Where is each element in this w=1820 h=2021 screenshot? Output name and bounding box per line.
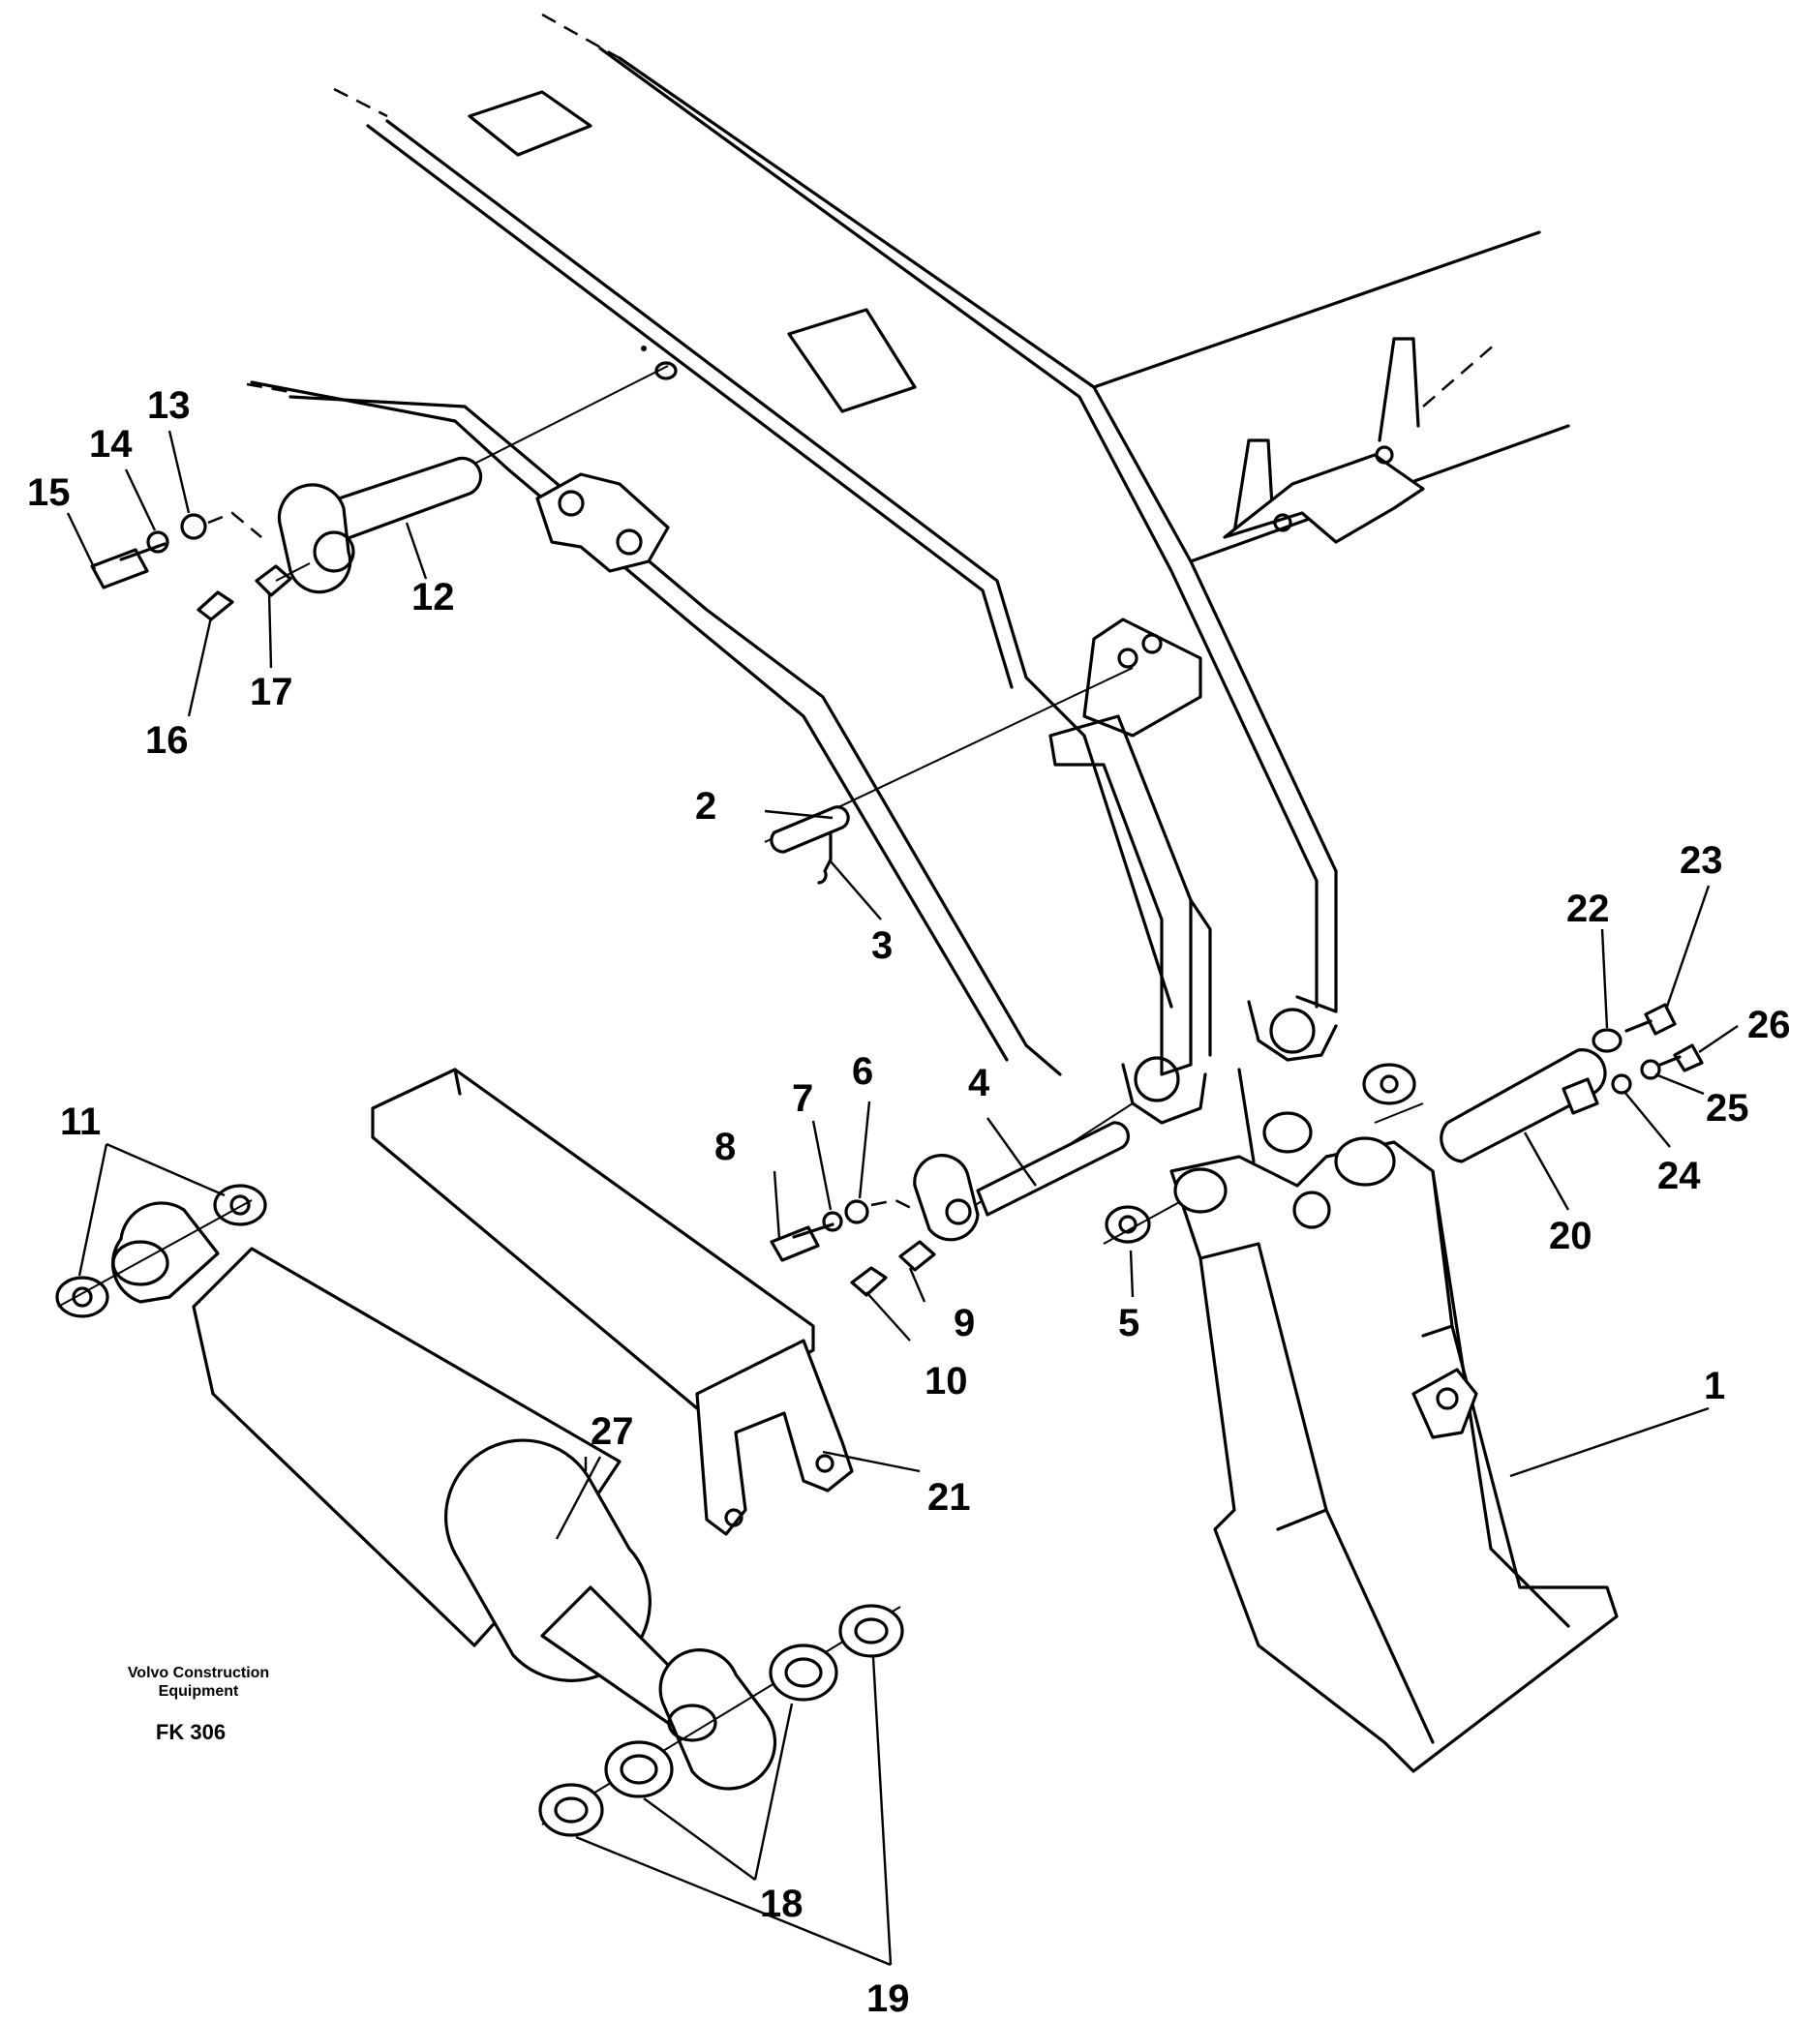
cylinder-27: [55, 1184, 777, 1791]
callout-9: 9: [954, 1302, 975, 1344]
callout-24: 24: [1657, 1155, 1701, 1197]
callout-22: 22: [1566, 888, 1610, 930]
callout-16: 16: [145, 719, 189, 762]
footer-block: Volvo Construction Equipment FK 306: [128, 1665, 269, 1744]
bracket-1-assembly: [1103, 1063, 1619, 1773]
callout-23: 23: [1680, 839, 1723, 882]
callout-17: 17: [250, 671, 293, 713]
callout-5: 5: [1118, 1302, 1139, 1344]
brand-line-2: Equipment: [159, 1683, 239, 1700]
callout-11: 11: [60, 1101, 101, 1143]
washers-18-19: [538, 1604, 904, 1837]
callout-labels: 1 2 3 4 5 6 7 8 9 10 11 12 13 14 15 16 1…: [27, 384, 1791, 2020]
callout-14: 14: [89, 423, 133, 466]
brand-line-1: Volvo Construction: [128, 1665, 269, 1681]
figure-code: FK 306: [156, 1720, 226, 1744]
leader-lines: [66, 430, 1739, 1967]
callout-7: 7: [792, 1077, 813, 1120]
callout-27: 27: [591, 1410, 634, 1453]
callout-4: 4: [968, 1062, 990, 1104]
callout-10: 10: [925, 1360, 968, 1403]
pin-4-assembly: [770, 1102, 1134, 1297]
callout-13: 13: [147, 384, 191, 427]
boom-assembly: [246, 13, 1570, 1125]
callout-21: 21: [927, 1476, 971, 1519]
callout-1: 1: [1704, 1365, 1725, 1407]
guard-21: [371, 1068, 854, 1536]
pin-2-assembly: [764, 667, 1134, 885]
callout-12: 12: [411, 576, 455, 618]
callout-18: 18: [760, 1883, 804, 1925]
callout-6: 6: [852, 1050, 873, 1093]
callout-25: 25: [1706, 1087, 1749, 1130]
callout-20: 20: [1549, 1215, 1592, 1257]
callout-8: 8: [714, 1126, 736, 1168]
callout-15: 15: [27, 471, 71, 514]
callout-19: 19: [866, 1977, 910, 2020]
pin-20-assembly: [1440, 1003, 1704, 1163]
callout-26: 26: [1747, 1004, 1791, 1046]
callout-2: 2: [695, 785, 716, 828]
pin-12-assembly: [90, 346, 678, 621]
callout-3: 3: [871, 924, 893, 967]
